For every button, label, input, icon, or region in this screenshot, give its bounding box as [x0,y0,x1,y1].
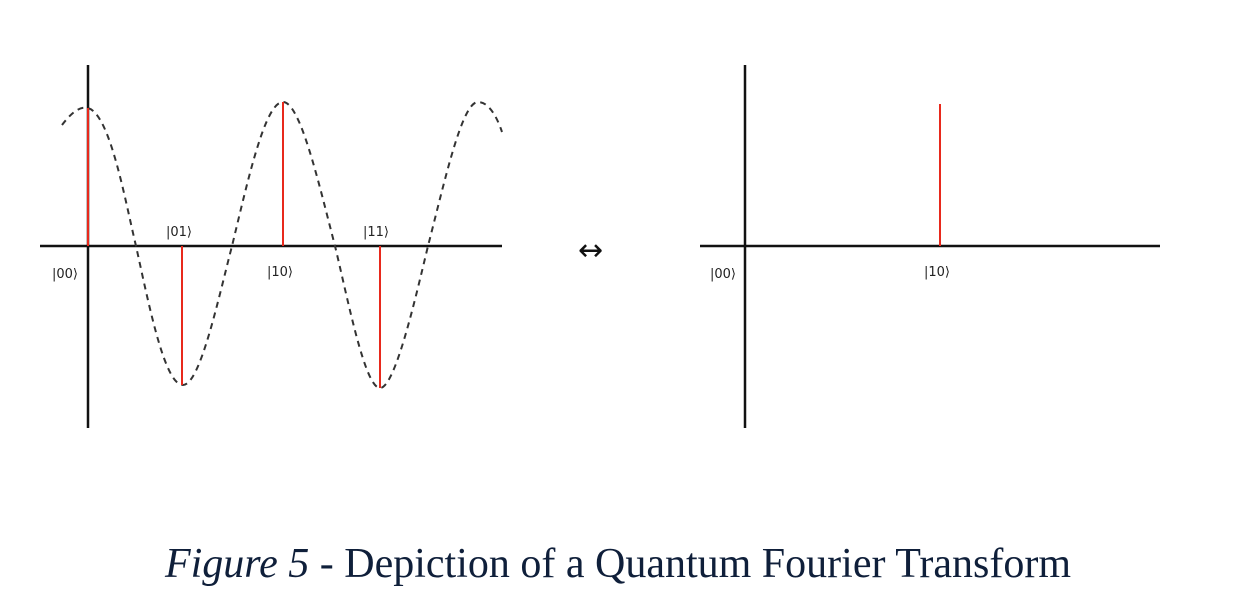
label-00: |00⟩ [52,267,78,282]
label-11: |11⟩ [363,225,389,240]
caption-text: Depiction of a Quantum Fourier Transform [344,541,1071,587]
caption-separator: - [309,541,345,587]
label-01: |01⟩ [166,225,192,240]
right-panel: |00⟩ |10⟩ [700,65,1160,428]
left-panel: |00⟩ |01⟩ |10⟩ |11⟩ [40,65,503,428]
figure-caption: Figure 5 - Depiction of a Quantum Fourie… [0,540,1236,588]
figure-number: Figure 5 [164,541,310,587]
label-10: |10⟩ [267,265,293,280]
right-label-10: |10⟩ [924,265,950,280]
double-arrow-icon: ↔ [578,233,603,268]
right-label-00: |00⟩ [710,267,736,282]
